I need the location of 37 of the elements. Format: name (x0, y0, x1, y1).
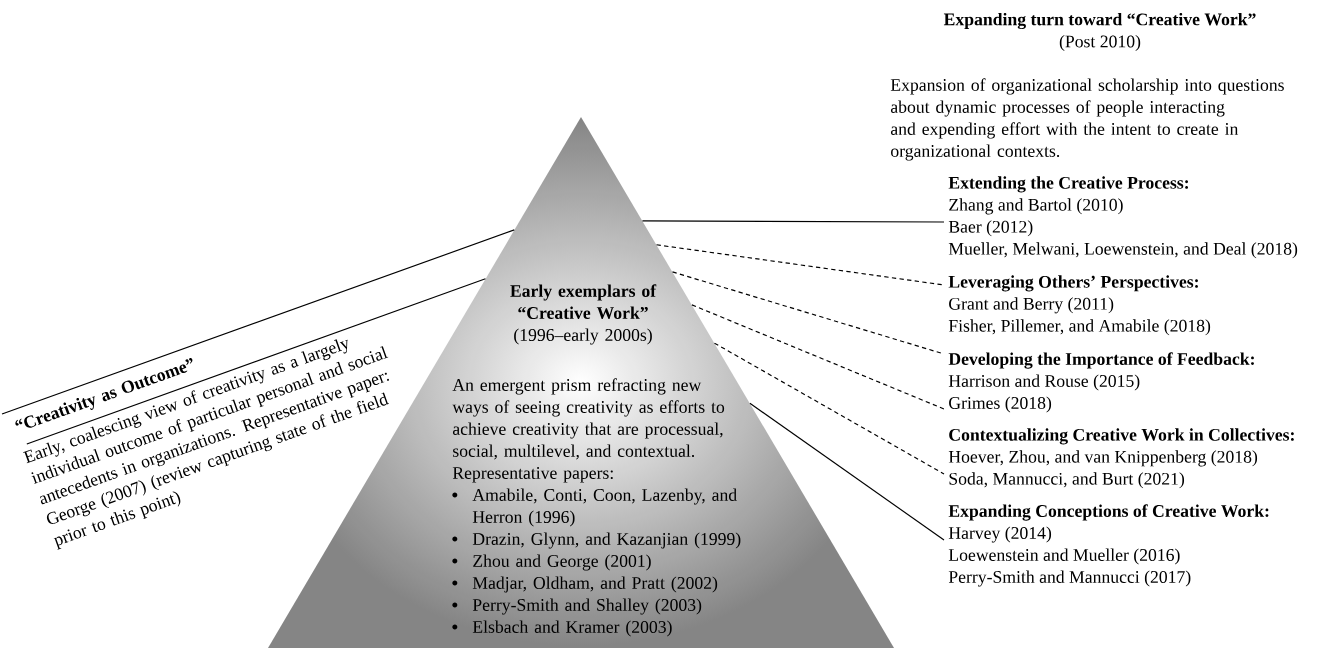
connector-line (655, 244, 945, 286)
date-range: (1996–early 2000s) (514, 328, 652, 345)
section-heading: Expanding Conceptions of Creative Work: (948, 504, 1269, 521)
list-item: Drazin, Glynn, and Kazanjian (1999) (452, 532, 741, 549)
description: An emergent prism refracting new ways of seeing creativity as efforts to achieve creativity that are processual, social, multilevel, and contextual. (452, 378, 725, 460)
description: Expansion of organizational scholarship into questions about dynamic processes of people interacting and expending effort with the intent to create in organizational contexts. (890, 78, 1284, 161)
reference: Baer (2012) (948, 220, 1033, 237)
prism (452, 284, 741, 637)
list-heading: Representative papers: (452, 467, 613, 483)
section-heading: Developing the Importance of Feedback: (948, 352, 1254, 369)
reference: Hoever, Zhou, and van Knippenberg (2018) (948, 450, 1258, 467)
list-item: Madjar, Oldham, and Pratt (2002) (452, 576, 718, 593)
reference: Fisher, Pillemer, and Amabile (2018) (948, 319, 1211, 336)
connector-line (641, 220, 945, 223)
section-heading: Contextualizing Creative Work in Collectives: (949, 428, 1294, 445)
reference: Zhang and Bartol (2010) (949, 198, 1123, 215)
reference: Perry-Smith and Mannucci (2017) (948, 570, 1191, 587)
heading: Early exemplars of “Creative Work” (510, 284, 657, 320)
section-heading: Leveraging Others’ Perspectives: (948, 275, 1198, 292)
reference: Soda, Mannucci, and Burt (2021) (949, 472, 1185, 489)
date-range: (Post 2010) (1059, 35, 1141, 51)
connector-line (1, 229, 515, 415)
list-item: Perry-Smith and Shalley (2003) (452, 598, 702, 615)
reference: Loewenstein and Mueller (2016) (948, 548, 1180, 565)
reference: Harrison and Rouse (2015) (948, 374, 1140, 391)
connector-line (749, 402, 945, 541)
reference: Harvey (2014) (948, 526, 1052, 543)
column-heading: Expanding turn toward “Creative Work” (943, 12, 1256, 30)
reference: Grant and Berry (2011) (949, 297, 1114, 314)
list-item: Amabile, Conti, Coon, Lazenby, and Herron (1996) (452, 488, 737, 527)
connector-line (713, 342, 945, 475)
section-heading: Extending the Creative Process: (948, 176, 1188, 193)
list-item: Elsbach and Kramer (2003) (452, 620, 672, 637)
reference: Mueller, Melwani, Loewenstein, and Deal (2018) (948, 242, 1298, 259)
reference: Grimes (2018) (949, 396, 1052, 413)
connector-line (691, 304, 945, 410)
list-item: Zhou and George (2001) (452, 554, 651, 571)
